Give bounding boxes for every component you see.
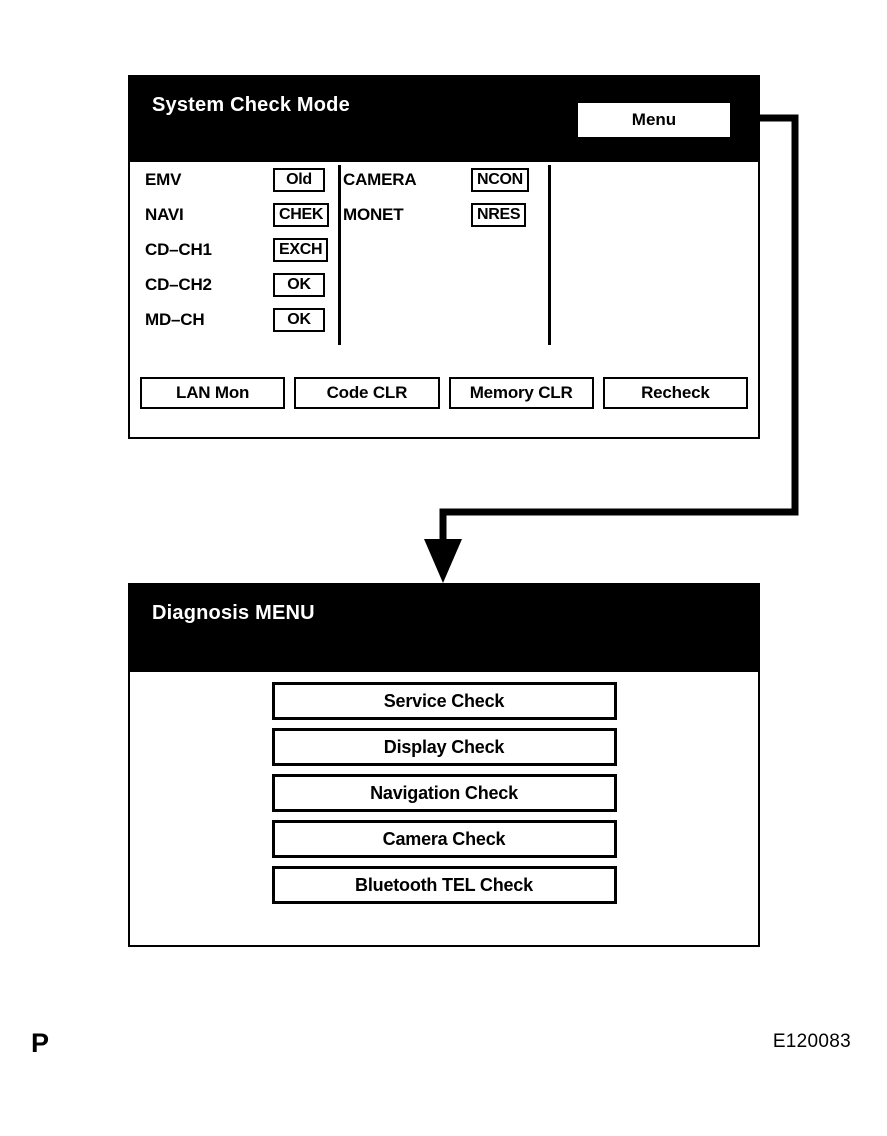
connector-path (439, 114, 799, 553)
system-check-screen: System Check Mode Menu EMV Old NAVI CHEK… (128, 75, 760, 439)
diagnosis-menu-content: Service Check Display Check Navigation C… (130, 672, 758, 945)
menu-item-camera-check[interactable]: Camera Check (271, 820, 617, 858)
recheck-button[interactable]: Recheck (602, 377, 748, 409)
status-badge: NCON (471, 167, 529, 192)
system-check-action-bar: LAN Mon Code CLR Memory CLR Recheck (140, 377, 748, 409)
status-label: CD–CH2 (145, 274, 212, 294)
menu-button[interactable]: Menu (578, 103, 730, 137)
status-row: EMV Old (145, 162, 335, 197)
status-label: CAMERA (343, 169, 417, 189)
menu-item-navigation-check[interactable]: Navigation Check (271, 774, 617, 812)
diagnosis-menu-title: Diagnosis MENU (152, 602, 315, 624)
arrowhead-icon (424, 539, 462, 583)
menu-item-display-check[interactable]: Display Check (271, 728, 617, 766)
status-badge: CHEK (273, 202, 330, 227)
system-check-content: EMV Old NAVI CHEK CD–CH1 EXCH CD–CH2 OK … (130, 162, 758, 437)
lan-mon-button[interactable]: LAN Mon (140, 377, 286, 409)
status-row: CD–CH2 OK (145, 267, 335, 302)
page-marker: P (31, 1028, 50, 1058)
memory-clr-button[interactable]: Memory CLR (448, 377, 594, 409)
status-column-left: EMV Old NAVI CHEK CD–CH1 EXCH CD–CH2 OK … (145, 162, 335, 337)
menu-item-bluetooth-tel-check[interactable]: Bluetooth TEL Check (271, 866, 617, 904)
status-label: MD–CH (145, 309, 205, 329)
status-row: NAVI CHEK (145, 197, 335, 232)
status-badge: OK (273, 272, 325, 297)
system-check-title: System Check Mode (152, 94, 350, 116)
status-grid: EMV Old NAVI CHEK CD–CH1 EXCH CD–CH2 OK … (130, 162, 758, 352)
column-divider (338, 165, 341, 345)
status-label: MONET (343, 204, 404, 224)
status-badge: OK (273, 307, 325, 332)
status-row: CAMERA NCON (343, 162, 553, 197)
status-badge: Old (273, 167, 325, 192)
status-row: CD–CH1 EXCH (145, 232, 335, 267)
status-badge: NRES (471, 202, 527, 227)
status-row: MD–CH OK (145, 302, 335, 337)
diagnosis-menu-screen: Diagnosis MENU Service Check Display Che… (128, 583, 760, 947)
status-badge: EXCH (273, 237, 329, 262)
status-label: NAVI (145, 204, 184, 224)
figure-id: E120083 (772, 1031, 851, 1052)
status-label: EMV (145, 169, 182, 189)
column-divider (548, 165, 551, 345)
code-clr-button[interactable]: Code CLR (294, 377, 440, 409)
status-label: CD–CH1 (145, 239, 212, 259)
status-row: MONET NRES (343, 197, 553, 232)
status-column-right: CAMERA NCON MONET NRES (343, 162, 553, 232)
menu-item-service-check[interactable]: Service Check (271, 682, 617, 720)
